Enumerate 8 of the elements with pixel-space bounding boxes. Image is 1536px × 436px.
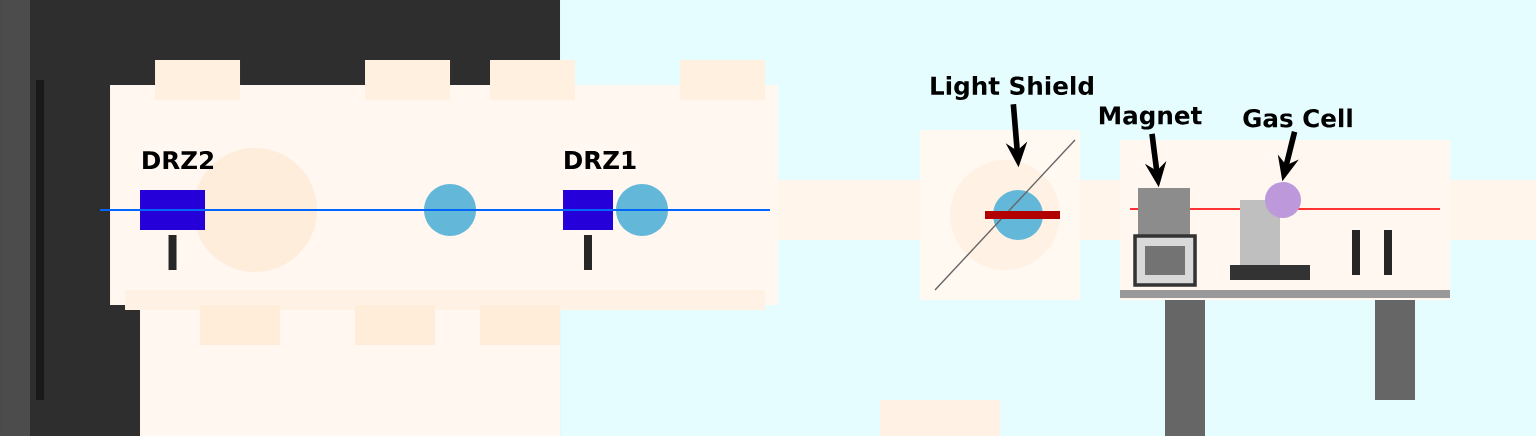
part-label: Magnet bbox=[1099, 106, 1202, 130]
light-shield-drawing bbox=[920, 130, 1080, 300]
gas-cell-drawing bbox=[1230, 182, 1310, 280]
part-label: Light Shield bbox=[931, 76, 1093, 100]
part-label: DRZ1 bbox=[565, 151, 636, 169]
part-label: DRZ2 bbox=[143, 150, 214, 170]
magnet-drawing bbox=[1133, 188, 1197, 287]
part-label: Gas Cell bbox=[1243, 108, 1352, 128]
